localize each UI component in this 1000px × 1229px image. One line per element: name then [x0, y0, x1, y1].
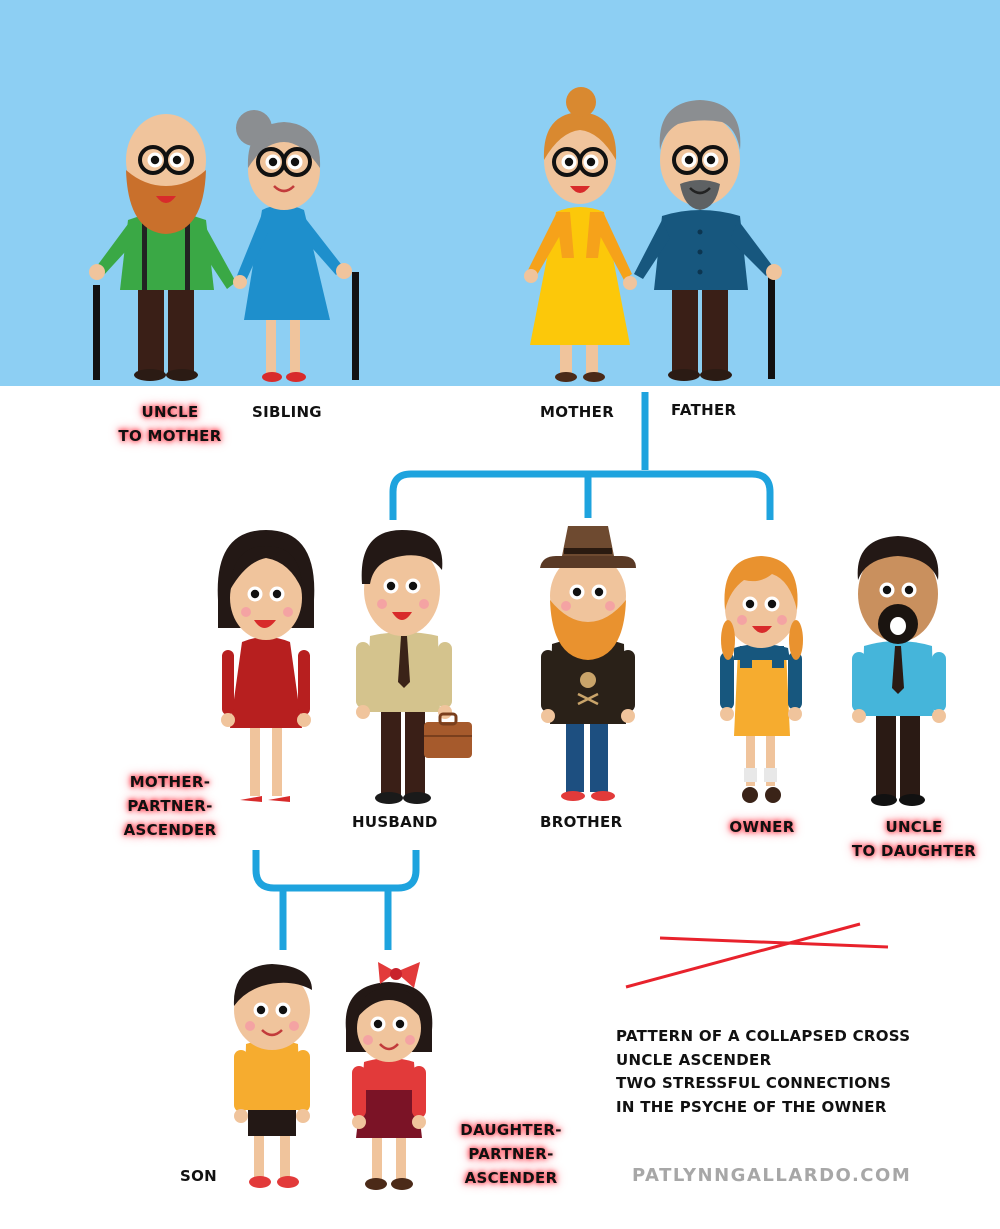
figure-father [634, 100, 782, 381]
figure-brother [540, 526, 636, 801]
figure-son [233, 964, 312, 1188]
figure-mother-partner-ascender [217, 530, 315, 802]
figure-uncle-to-mother [89, 114, 359, 381]
watermark: PATLYNNGALLARDO.COM [632, 1165, 912, 1186]
note-line: TWO STRESSFUL CONNECTIONS [616, 1074, 892, 1092]
figure-daughter-partner-ascender [345, 962, 433, 1190]
tree-connectors [252, 392, 774, 950]
figure-mother [524, 87, 637, 382]
label-daughter-partner-ascender: DAUGHTER- PARTNER- ASCENDER [460, 1121, 562, 1187]
label-owner: OWNER [729, 818, 795, 836]
figure-owner [720, 556, 803, 803]
note-line: UNCLE ASCENDER [616, 1050, 772, 1069]
label-mother: MOTHER [540, 403, 615, 421]
label-uncle-to-mother: UNCLE TO MOTHER [118, 403, 222, 445]
label-sibling: SIBLING [252, 403, 322, 421]
note-line: IN THE PSYCHE OF THE OWNER [616, 1097, 887, 1116]
label-father: FATHER [671, 401, 737, 419]
pattern-note: PATTERN OF A COLLAPSED CROSS UNCLE ASCEN… [616, 1025, 910, 1119]
figure-husband [356, 530, 472, 804]
collapsed-cross-mark [625, 922, 889, 989]
label-uncle-to-daughter: UNCLE TO DAUGHTER [851, 818, 977, 860]
figure-sibling [233, 110, 352, 382]
note-line: PATTERN OF A COLLAPSED CROSS [616, 1027, 911, 1045]
label-brother: BROTHER [540, 813, 623, 831]
connector-couple [252, 850, 420, 892]
label-son: SON [180, 1167, 218, 1185]
connector-children-bar [389, 470, 774, 520]
label-mother-partner-ascender: MOTHER- PARTNER- ASCENDER [123, 773, 217, 839]
label-husband: HUSBAND [352, 813, 438, 831]
figure-uncle-to-daughter [852, 536, 946, 806]
